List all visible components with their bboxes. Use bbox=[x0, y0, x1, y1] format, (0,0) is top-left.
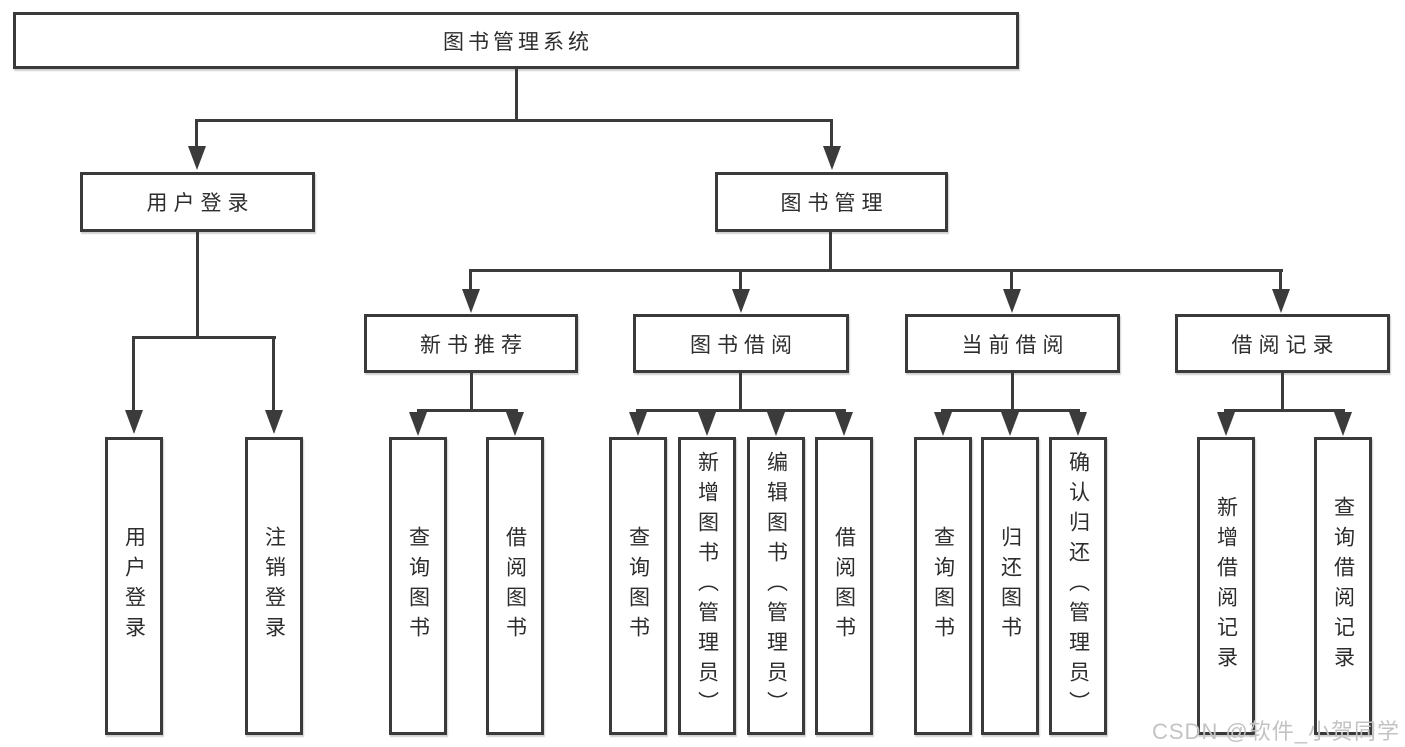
connector-line bbox=[1281, 373, 1284, 411]
arrow-down bbox=[835, 412, 853, 436]
node-current-borrowing: 当前借阅 bbox=[905, 314, 1120, 373]
arrow-down bbox=[698, 412, 716, 436]
connector-line bbox=[1010, 269, 1013, 291]
node-label: 查询借阅记录 bbox=[1331, 496, 1355, 676]
connector-line bbox=[272, 336, 275, 412]
node-label: 借阅记录 bbox=[1231, 333, 1340, 357]
node-cb-confirm-return-admin: 确认归还（管理员） bbox=[1049, 437, 1107, 735]
connector-line bbox=[469, 269, 472, 291]
arrow-down bbox=[265, 410, 283, 434]
arrow-down bbox=[1001, 412, 1019, 436]
node-label: 用户登录 bbox=[146, 192, 255, 215]
node-label: 查询图书 bbox=[406, 526, 430, 646]
connector-line bbox=[196, 232, 199, 338]
node-user-login-leaf: 用户登录 bbox=[105, 437, 163, 735]
node-label: 新书推荐 bbox=[420, 333, 528, 357]
arrow-down bbox=[1334, 412, 1352, 436]
node-label: 归还图书 bbox=[998, 526, 1022, 646]
connector-line bbox=[417, 409, 518, 412]
connector-line bbox=[132, 336, 135, 412]
arrow-down bbox=[732, 289, 750, 313]
node-bb-add-books-admin: 新增图书（管理员） bbox=[678, 437, 736, 735]
node-user-login: 用户登录 bbox=[80, 172, 315, 232]
node-borrowing-records: 借阅记录 bbox=[1175, 314, 1390, 373]
connector-line bbox=[1224, 409, 1345, 412]
node-new-book-recommend: 新书推荐 bbox=[364, 314, 578, 373]
node-bb-edit-books-admin: 编辑图书（管理员） bbox=[747, 437, 805, 735]
node-library-management-system: 图书管理系统 bbox=[13, 12, 1019, 69]
arrow-down bbox=[1272, 289, 1290, 313]
arrow-down bbox=[629, 412, 647, 436]
node-logout: 注销登录 bbox=[245, 437, 303, 735]
connector-line bbox=[829, 232, 832, 272]
connector-line bbox=[739, 269, 742, 291]
csdn-watermark: CSDN @软件_小贺同学 bbox=[1152, 719, 1401, 744]
arrow-down bbox=[767, 412, 785, 436]
node-label: 编辑图书（管理员） bbox=[764, 451, 788, 721]
connector-line bbox=[515, 69, 518, 122]
connector-line bbox=[636, 409, 846, 412]
connector-line bbox=[739, 373, 742, 411]
arrow-down bbox=[1003, 289, 1021, 313]
arrow-down bbox=[823, 146, 841, 170]
arrow-down bbox=[409, 412, 427, 436]
arrow-down bbox=[506, 412, 524, 436]
node-br-query-record: 查询借阅记录 bbox=[1314, 437, 1372, 735]
connector-line bbox=[195, 119, 833, 122]
connector-line bbox=[941, 409, 1080, 412]
node-label: 新增图书（管理员） bbox=[695, 451, 719, 721]
node-label: 新增借阅记录 bbox=[1214, 496, 1238, 676]
node-nbr-query-books: 查询图书 bbox=[389, 437, 447, 735]
arrow-down bbox=[188, 146, 206, 170]
arrow-down bbox=[125, 410, 143, 434]
node-cb-return-books: 归还图书 bbox=[981, 437, 1039, 735]
connector-line bbox=[470, 373, 473, 411]
node-nbr-borrow-books: 借阅图书 bbox=[486, 437, 544, 735]
node-label: 查询图书 bbox=[626, 526, 650, 646]
node-br-add-record: 新增借阅记录 bbox=[1197, 437, 1255, 735]
node-cb-query-books: 查询图书 bbox=[914, 437, 972, 735]
node-label: 图书借阅 bbox=[690, 333, 798, 357]
connector-line bbox=[469, 269, 1283, 272]
node-label: 图书管理 bbox=[780, 192, 889, 215]
node-bb-query-books: 查询图书 bbox=[609, 437, 667, 735]
arrow-down bbox=[934, 412, 952, 436]
connector-line bbox=[1279, 269, 1282, 291]
connector-line bbox=[830, 119, 833, 150]
connector-line bbox=[1011, 373, 1014, 411]
node-label: 确认归还（管理员） bbox=[1066, 451, 1090, 721]
node-label: 用户登录 bbox=[122, 526, 146, 646]
node-label: 借阅图书 bbox=[503, 526, 527, 646]
node-book-management: 图书管理 bbox=[715, 172, 948, 232]
node-label: 图书管理系统 bbox=[443, 30, 593, 54]
node-bb-borrow-books: 借阅图书 bbox=[815, 437, 873, 735]
node-label: 注销登录 bbox=[262, 526, 286, 646]
arrow-down bbox=[1069, 412, 1087, 436]
node-label: 借阅图书 bbox=[832, 526, 856, 646]
arrow-down bbox=[462, 289, 480, 313]
connector-line bbox=[195, 119, 198, 150]
connector-line bbox=[132, 336, 276, 339]
node-label: 查询图书 bbox=[931, 526, 955, 646]
node-book-borrowing: 图书借阅 bbox=[633, 314, 849, 373]
arrow-down bbox=[1217, 412, 1235, 436]
node-label: 当前借阅 bbox=[961, 333, 1070, 357]
